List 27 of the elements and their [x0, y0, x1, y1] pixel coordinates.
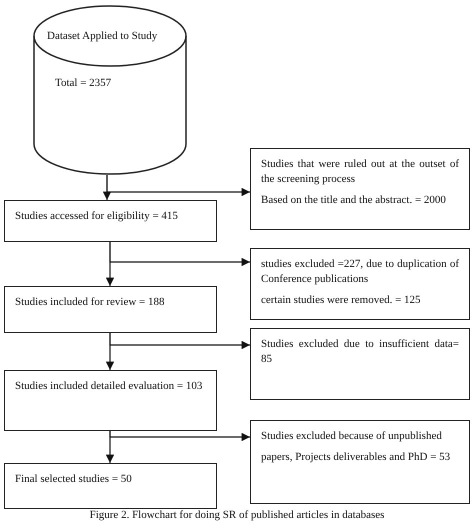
cylinder-title: Dataset Applied to Study — [47, 30, 158, 44]
process-box — [250, 420, 470, 504]
box-text: studies excluded =227, due to duplication of Conference publications — [261, 257, 459, 287]
process-box — [250, 248, 470, 320]
box-text: papers, Projects deliverables and PhD = 53 — [261, 450, 452, 465]
arrow — [106, 175, 250, 196]
box-text: Studies excluded due to insufficient data= 85 — [261, 337, 459, 367]
box-text: Studies accessed for eligibility = 415 — [15, 209, 179, 224]
process-box — [4, 286, 217, 333]
process-box — [250, 148, 470, 230]
process-box — [4, 370, 217, 431]
box-text: Studies excluded because of unpublished — [261, 429, 443, 444]
arrow — [109, 242, 250, 266]
box-text: Studies included detailed evaluation = 103 — [15, 379, 204, 394]
box-text: Studies included for review = 188 — [15, 295, 166, 310]
figure-caption: Figure 2. Flowchart for doing SR of published articles in databases — [88, 509, 386, 521]
process-box — [250, 328, 470, 400]
box-text: Studies that were ruled out at the outset of the screening process — [261, 157, 459, 187]
box-text: Based on the title and the abstract. = 2000 — [261, 192, 447, 208]
arrow — [109, 333, 250, 350]
box-text: certain studies were removed. = 125 — [261, 292, 422, 308]
process-box — [4, 463, 217, 509]
arrow — [109, 431, 250, 442]
count-text: Total = 2357 — [55, 77, 112, 90]
process-box — [4, 200, 217, 242]
database-cylinder — [33, 5, 187, 175]
box-text: Final selected studies = 50 — [15, 472, 133, 487]
